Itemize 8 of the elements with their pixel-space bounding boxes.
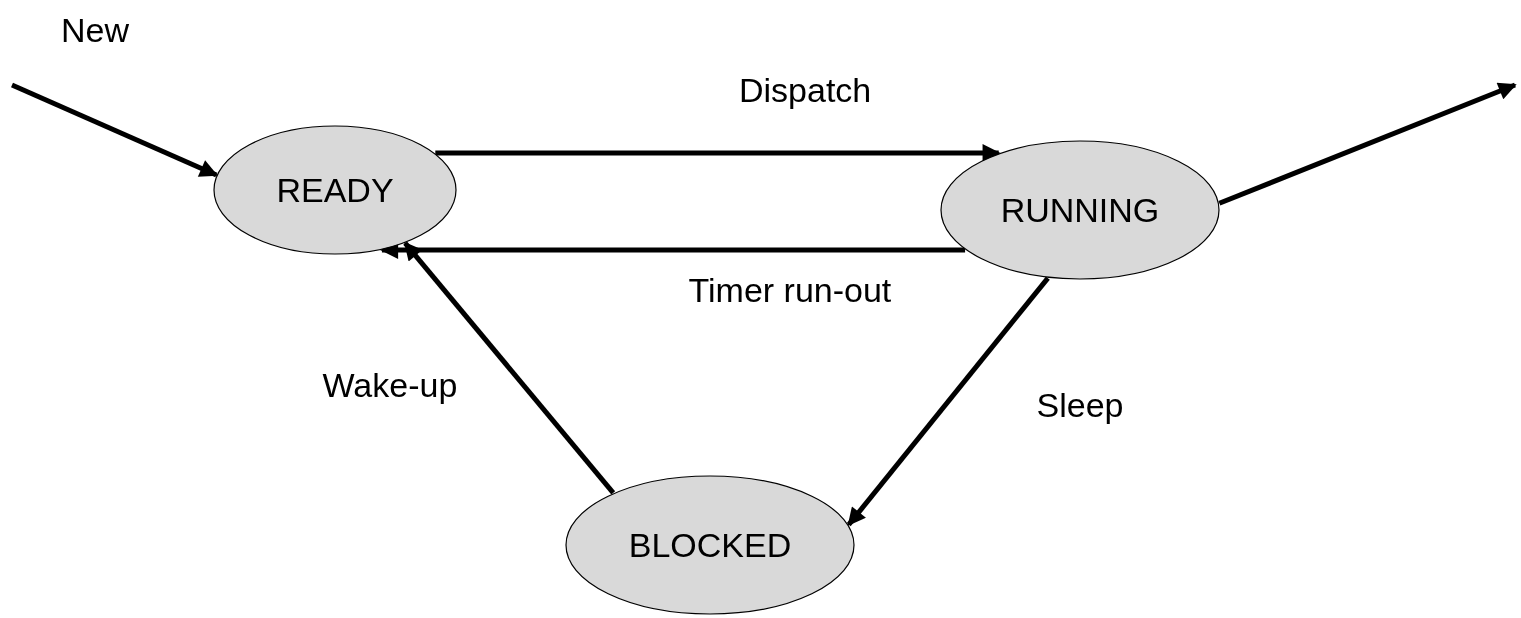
arrow xyxy=(403,241,616,495)
state-label: READY xyxy=(276,170,394,210)
state-label: RUNNING xyxy=(1000,190,1160,230)
arrow xyxy=(846,276,1050,527)
arrow xyxy=(11,82,218,178)
state-label: BLOCKED xyxy=(628,525,792,565)
arrow xyxy=(1218,82,1517,206)
arrow xyxy=(435,144,1001,162)
